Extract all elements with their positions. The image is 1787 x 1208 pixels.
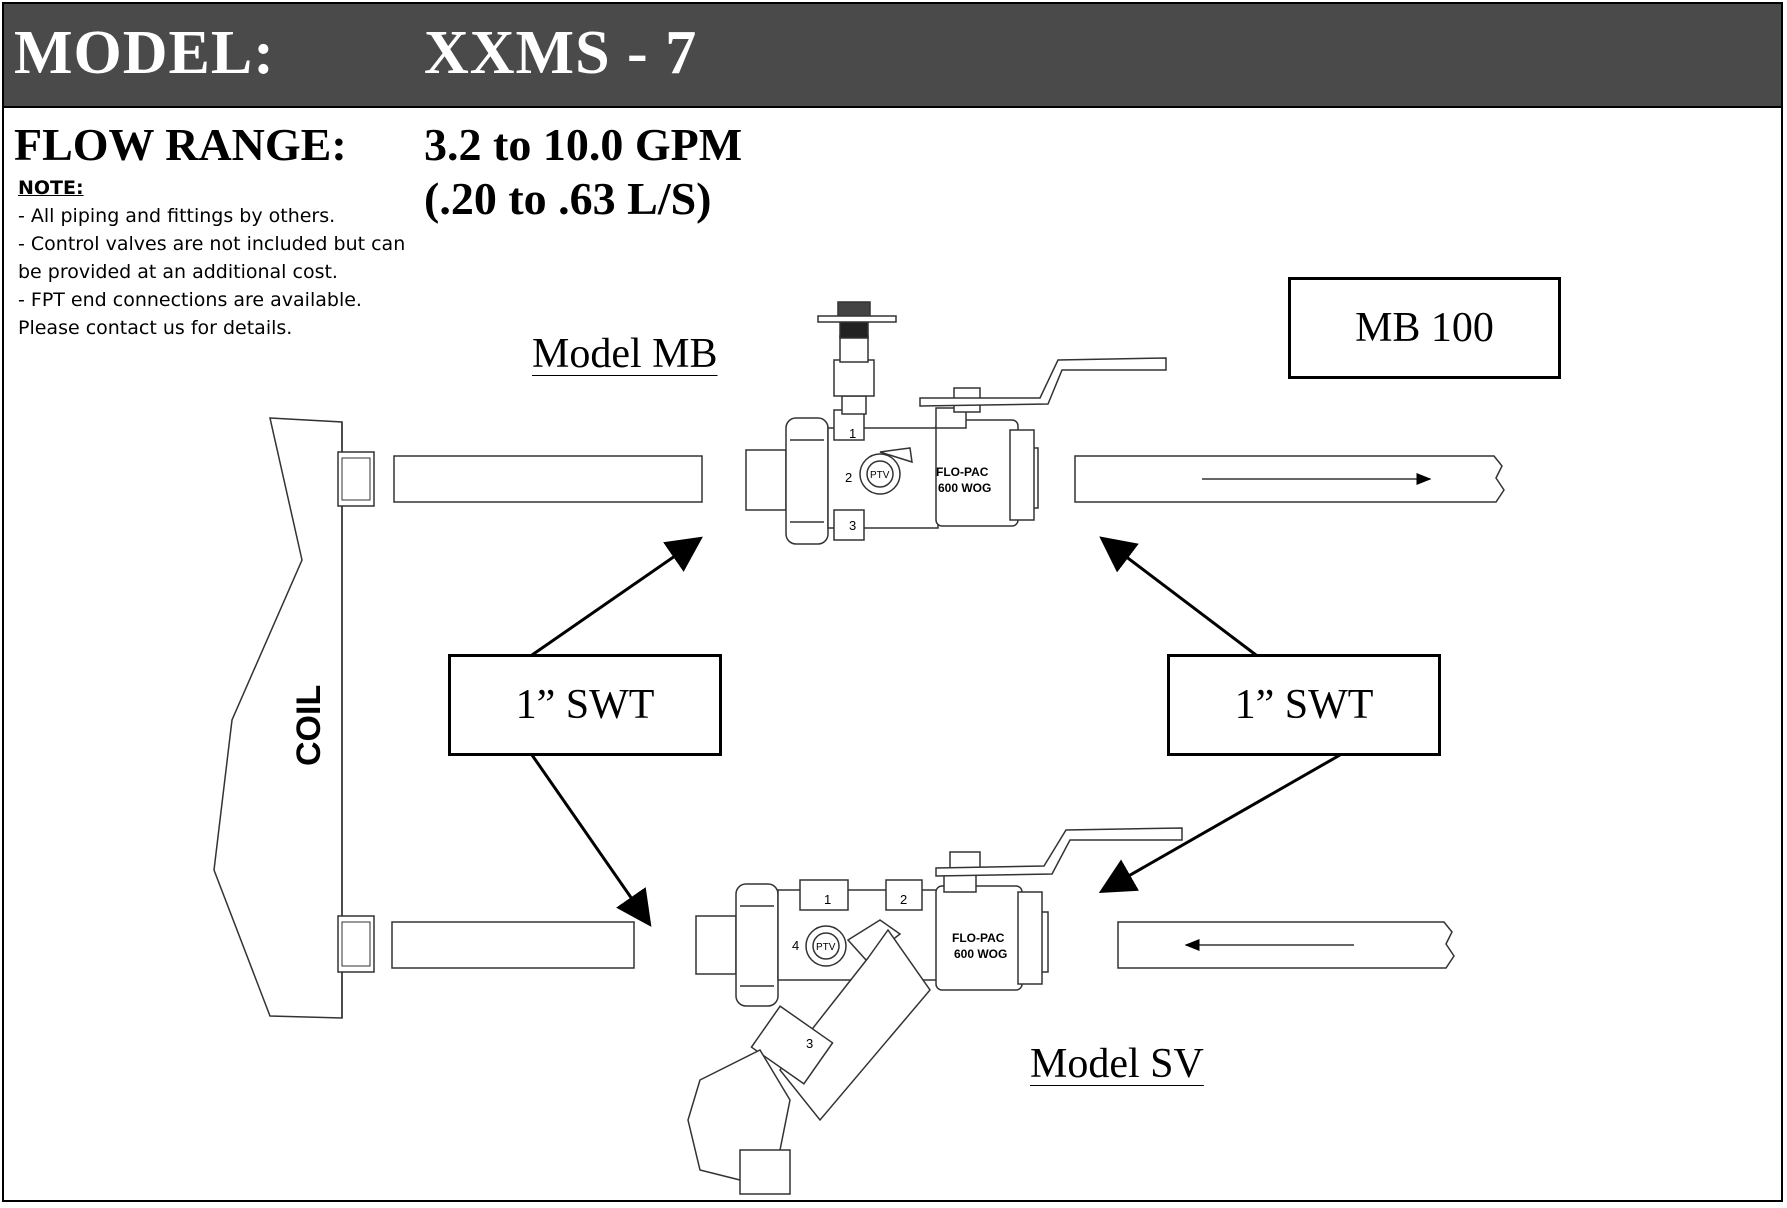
arrow-swt-right-down bbox=[1098, 753, 1341, 893]
note-line: - FPT end connections are available. bbox=[18, 289, 362, 311]
model-sv-label: Model SV bbox=[1030, 1041, 1204, 1087]
arrow-swt-left-down bbox=[530, 754, 652, 927]
coil-stub-top bbox=[337, 451, 375, 507]
flow-range-ls: (.20 to .63 L/S) bbox=[424, 173, 712, 224]
svg-text:FLO-PAC: FLO-PAC bbox=[936, 465, 989, 479]
model-mb-label: Model MB bbox=[532, 331, 718, 377]
swt-right-box: 1” SWT bbox=[1167, 654, 1441, 756]
svg-text:PTV: PTV bbox=[870, 470, 890, 481]
pipe-left-bottom bbox=[391, 921, 635, 969]
arrow-swt-right-up bbox=[1099, 536, 1257, 657]
svg-text:4: 4 bbox=[792, 938, 799, 953]
mb-100-box: MB 100 bbox=[1288, 277, 1561, 379]
flow-range-label: FLOW RANGE: bbox=[14, 119, 347, 170]
svg-text:3: 3 bbox=[806, 1036, 813, 1051]
svg-text:PTV: PTV bbox=[816, 942, 836, 953]
note-line: be provided at an additional cost. bbox=[18, 261, 338, 283]
model-label: MODEL: bbox=[14, 19, 275, 87]
coil-label: COIL bbox=[290, 685, 328, 766]
svg-text:600 WOG: 600 WOG bbox=[938, 481, 991, 495]
flow-range-gpm: 3.2 to 10.0 GPM bbox=[424, 119, 743, 170]
svg-text:1: 1 bbox=[849, 426, 856, 441]
model-header: MODEL: XXMS - 7 bbox=[4, 4, 1781, 108]
note-line: Please contact us for details. bbox=[18, 317, 293, 339]
note-line: - Control valves are not included but ca… bbox=[18, 233, 406, 255]
swt-left-box: 1” SWT bbox=[448, 654, 722, 756]
note-block: NOTE: - All piping and fittings by other… bbox=[18, 174, 418, 342]
svg-text:2: 2 bbox=[900, 892, 907, 907]
model-value: XXMS - 7 bbox=[424, 19, 698, 87]
valve-model-sv: FLO-PAC 600 WOG 1 2 3 4 PTV bbox=[687, 827, 1183, 1195]
note-line: - All piping and fittings by others. bbox=[18, 205, 336, 227]
svg-text:FLO-PAC: FLO-PAC bbox=[952, 931, 1005, 945]
valve-model-mb: FLO-PAC 600 WOG 1 2 3 PTV bbox=[745, 301, 1167, 545]
coil-stub-bottom bbox=[337, 915, 375, 973]
svg-text:600 WOG: 600 WOG bbox=[954, 947, 1007, 961]
pipe-left-top bbox=[393, 455, 703, 503]
note-title: NOTE: bbox=[18, 177, 84, 199]
svg-text:2: 2 bbox=[845, 470, 852, 485]
svg-text:3: 3 bbox=[849, 518, 856, 533]
arrow-swt-left-up bbox=[531, 536, 703, 657]
svg-text:1: 1 bbox=[824, 892, 831, 907]
